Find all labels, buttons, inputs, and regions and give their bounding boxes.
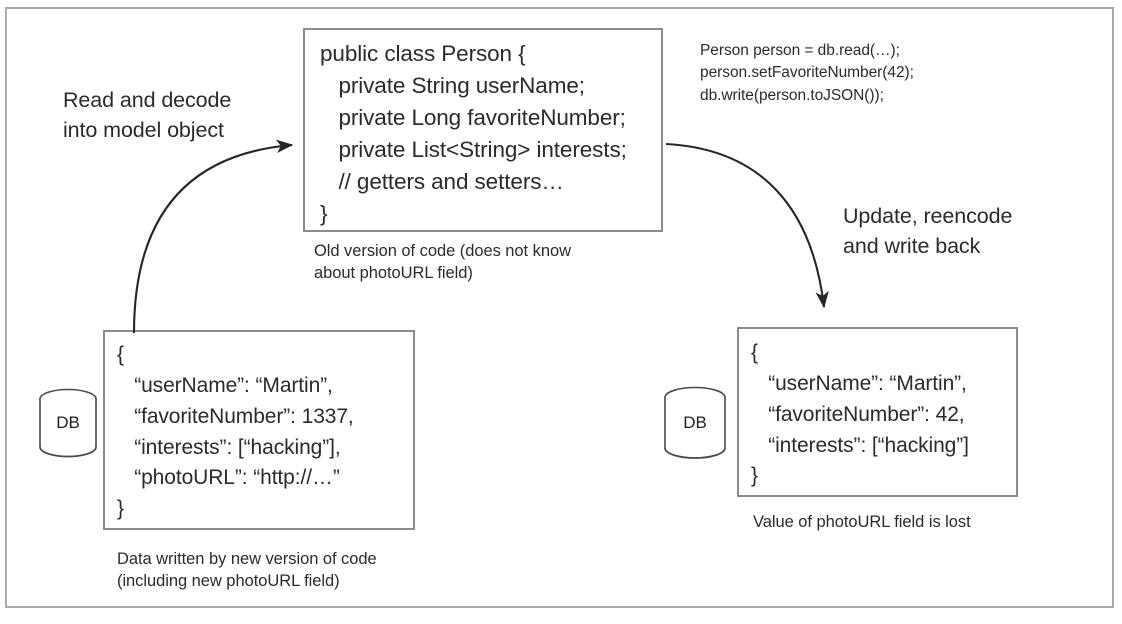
left-record-caption: Data written by new version of code (inc… [117,550,377,591]
read-modify-write-snippet: Person person = db.read(…); person.setFa… [700,42,914,104]
left-record-box [103,330,415,530]
old-code-text: public class Person { private String use… [320,41,627,226]
right-record-box [737,327,1018,497]
left-database-icon [37,387,99,461]
read-and-decode-label: Read and decode into model object [63,88,232,142]
old-code-box [303,28,663,232]
right-database-label: DB [683,413,707,432]
left-database-label: DB [56,413,80,432]
right-record-caption: Value of photoURL field is lost [753,513,971,531]
old-code-caption: Old version of code (does not know about… [314,242,571,283]
right-record-text: { “userName”: “Martin”, “favoriteNumber”… [751,341,969,488]
update-and-write-back-label: Update, reencode and write back [843,204,1013,258]
right-database-icon [662,385,728,463]
left-record-text: { “userName”: “Martin”, “favoriteNumber”… [117,343,354,521]
